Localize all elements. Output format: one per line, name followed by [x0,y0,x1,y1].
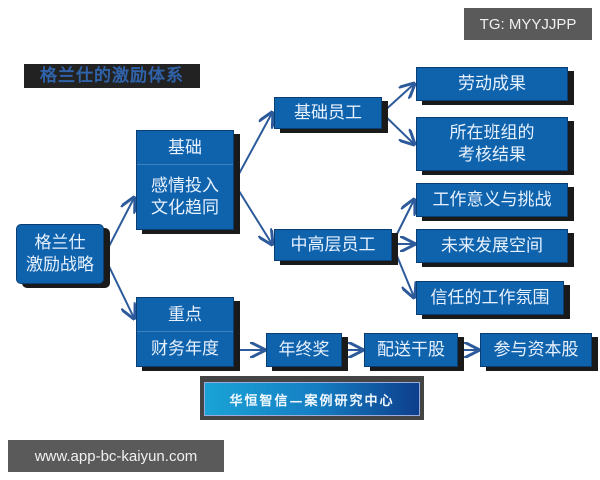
foundation-body: 感情投入 文化趋同 [137,165,233,229]
capital-shares-node: 参与资本股 [480,333,592,367]
team-evaluation-line2: 考核结果 [458,145,526,165]
work-meaning-node: 工作意义与挑战 [416,183,568,217]
labor-result-node: 劳动成果 [416,67,568,101]
basic-staff-node: 基础员工 [274,97,382,129]
team-evaluation-node: 所在班组的 考核结果 [416,117,568,171]
root-line1: 格兰仕 [34,233,86,253]
watermark-top: TG: MYYJJPP [464,8,592,40]
root-node: 格兰仕 激励战略 [16,224,104,284]
future-development-node: 未来发展空间 [416,229,568,263]
watermark-bottom: www.app-bc-kaiyun.com [8,440,224,472]
root-line2: 激励战略 [26,255,94,275]
footer-text: 华恒智信—案例研究中心 [204,382,420,416]
foundation-line1: 感情投入 [151,176,219,196]
focus-header: 重点 [137,298,233,332]
foundation-header: 基础 [137,131,233,165]
year-end-bonus-node: 年终奖 [266,333,342,367]
footer-banner: 华恒智信—案例研究中心 [200,376,424,420]
focus-body: 财务年度 [151,339,219,359]
dry-shares-node: 配送干股 [364,333,458,367]
trust-atmosphere-node: 信任的工作氛围 [416,281,564,315]
foundation-node: 基础 感情投入 文化趋同 [136,130,234,230]
team-evaluation-line1: 所在班组的 [449,123,535,143]
focus-node: 重点 财务年度 [136,297,234,367]
senior-staff-node: 中高层员工 [274,229,392,261]
foundation-line2: 文化趋同 [151,198,219,218]
diagram-title: 格兰仕的激励体系 [24,64,200,88]
